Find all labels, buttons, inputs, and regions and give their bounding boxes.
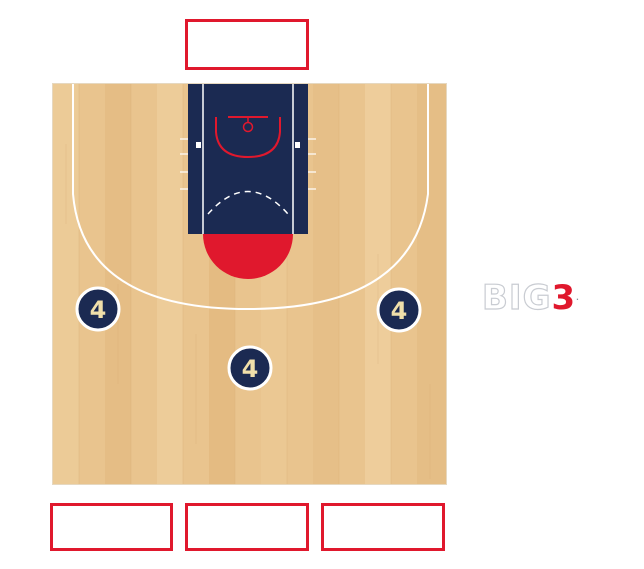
player-number: 4: [90, 296, 107, 324]
three-point-line: [72, 84, 429, 311]
restricted-area-arc: [207, 190, 289, 215]
top-slot-box[interactable]: [185, 19, 309, 70]
bottom-slot-box-1[interactable]: [50, 503, 173, 551]
player-badge-left-wing[interactable]: 4: [75, 286, 121, 332]
bottom-slot-box-2[interactable]: [185, 503, 309, 551]
free-throw-circle: [203, 234, 293, 279]
rim: [242, 121, 254, 133]
half-court: 4 4 4: [52, 83, 447, 485]
block-left: [196, 142, 201, 148]
lane-hash-marks: [180, 138, 316, 190]
player-badge-top-of-key[interactable]: 4: [227, 345, 273, 391]
restricted-arc: [215, 117, 281, 159]
player-number: 4: [391, 297, 408, 325]
big3-logo: BIG3.: [481, 278, 580, 318]
logo-accent: 3: [551, 278, 577, 318]
paint-lane: [188, 84, 308, 234]
logo-mark: .: [576, 294, 580, 302]
player-badge-right-wing[interactable]: 4: [376, 287, 422, 333]
block-right: [295, 142, 300, 148]
player-number: 4: [242, 355, 259, 383]
logo-text: BIG: [481, 278, 552, 318]
bottom-slot-box-3[interactable]: [321, 503, 445, 551]
court-diagram: 4 4 4: [53, 84, 446, 484]
